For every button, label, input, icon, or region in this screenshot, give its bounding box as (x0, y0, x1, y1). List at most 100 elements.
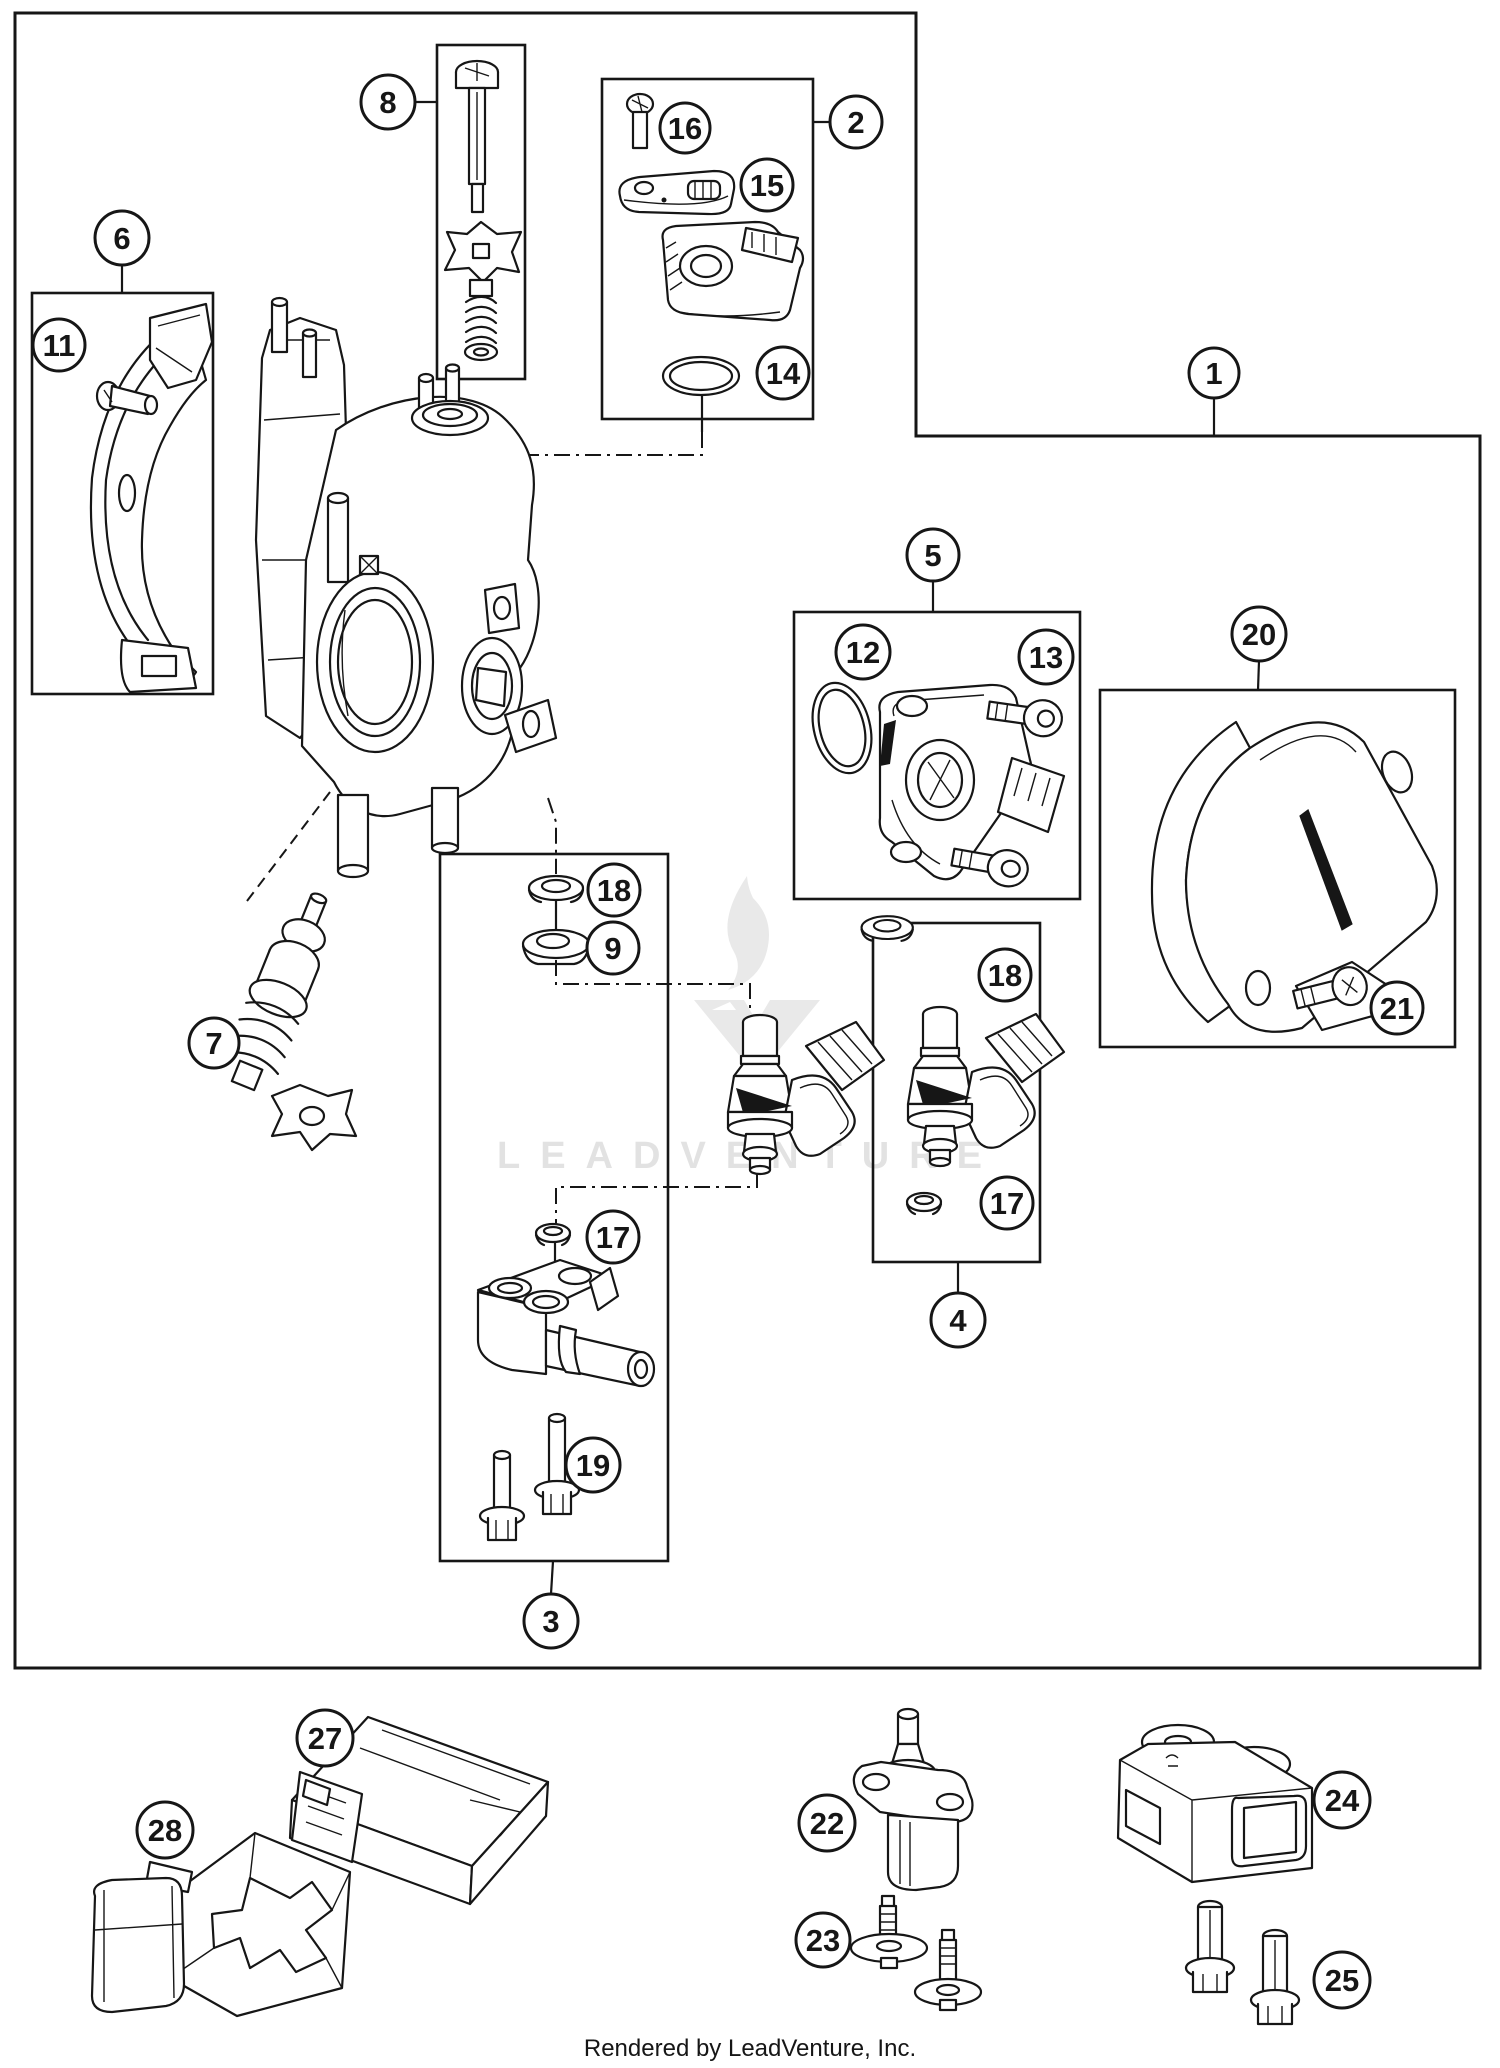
callout-12[interactable]: 12 (834, 623, 892, 681)
part-23-screws-drawing (849, 1894, 983, 2012)
part-14-oring-drawing (661, 355, 741, 397)
part-2-sensor-drawing (661, 220, 805, 322)
callout-4[interactable]: 4 (929, 1262, 987, 1349)
callout-17-number: 17 (596, 1220, 630, 1255)
callout-28-number: 28 (148, 1813, 182, 1848)
part-1-throttle-body-drawing (254, 296, 558, 879)
callout-17[interactable]: 17 (979, 1175, 1035, 1231)
callout-20-circle[interactable] (1230, 605, 1288, 663)
callout-18[interactable]: 18 (586, 862, 642, 918)
callout-18-number: 18 (597, 873, 631, 908)
callout-7[interactable]: 7 (187, 1016, 241, 1070)
part-9-seal-drawing (521, 928, 591, 966)
callout-3-leader (549, 1560, 555, 1595)
callout-18-number: 18 (988, 958, 1022, 993)
callout-16[interactable]: 16 (658, 101, 712, 155)
part-13-screw-top-drawing (986, 699, 1063, 738)
callout-28-circle[interactable] (135, 1800, 195, 1860)
callout-22-circle[interactable] (797, 1793, 857, 1853)
callout-2[interactable]: 2 (813, 94, 884, 150)
callout-18-circle[interactable] (977, 947, 1033, 1003)
callout-25[interactable]: 25 (1312, 1950, 1372, 2010)
callout-11-number: 11 (43, 328, 76, 363)
callout-15[interactable]: 15 (739, 157, 795, 213)
callout-15-circle[interactable] (739, 157, 795, 213)
part-28-bracket-drawing (90, 1831, 352, 2018)
box-group-2 (600, 77, 815, 421)
callout-28[interactable]: 28 (135, 1800, 195, 1860)
callout-21-number: 21 (1380, 991, 1414, 1026)
callout-7-number: 7 (205, 1026, 222, 1061)
callout-12-circle[interactable] (834, 623, 892, 681)
part-15-lever-drawing (618, 169, 736, 216)
callout-6-circle[interactable] (93, 209, 151, 267)
callout-19[interactable]: 19 (564, 1436, 622, 1494)
link-oring14-to-body (435, 432, 703, 472)
link-body-to-washer18 (547, 797, 557, 874)
part-5-tps-drawing (878, 683, 1066, 881)
part-7-adjuster-drawing (224, 892, 358, 1152)
part-18-washer-drawing (527, 874, 585, 904)
callout-18[interactable]: 18 (977, 947, 1033, 1003)
part-19-bolts-drawing (478, 1412, 581, 1542)
callout-9-circle[interactable] (585, 920, 641, 976)
callout-17-circle[interactable] (585, 1209, 641, 1265)
callout-9[interactable]: 9 (585, 920, 641, 976)
callout-4-circle[interactable] (929, 1291, 987, 1349)
callout-20-number: 20 (1242, 617, 1276, 652)
callout-13-number: 13 (1029, 640, 1063, 675)
callout-23-circle[interactable] (794, 1911, 852, 1969)
callout-25-circle[interactable] (1312, 1950, 1372, 2010)
callout-17[interactable]: 17 (585, 1209, 641, 1265)
box-group-8 (435, 43, 527, 381)
watermark-text: LEADVENTURE (497, 1135, 1002, 1177)
callout-21-circle[interactable] (1369, 980, 1425, 1036)
callout-18-circle[interactable] (586, 862, 642, 918)
part-27-ecu-drawing (288, 1715, 550, 1906)
callout-1[interactable]: 1 (1187, 346, 1241, 436)
part-17-seal-drawing (534, 1222, 572, 1247)
callout-15-number: 15 (750, 168, 784, 203)
callout-24[interactable]: 24 (1312, 1770, 1372, 1830)
footer-credit-text: Rendered by LeadVenture, Inc. (584, 2035, 916, 2062)
callout-1-circle[interactable] (1187, 346, 1241, 400)
callout-21[interactable]: 21 (1369, 980, 1425, 1036)
callout-27-circle[interactable] (295, 1708, 355, 1768)
callout-19-circle[interactable] (564, 1436, 622, 1494)
callout-8[interactable]: 8 (359, 73, 437, 131)
callout-17-number: 17 (990, 1186, 1024, 1221)
callout-5[interactable]: 5 (905, 527, 961, 612)
callout-11-circle[interactable] (31, 317, 87, 373)
callout-3-circle[interactable] (522, 1592, 580, 1650)
watermark-flame-icon (727, 876, 769, 990)
callout-14[interactable]: 14 (755, 345, 811, 401)
callout-23[interactable]: 23 (794, 1911, 852, 1969)
callout-3[interactable]: 3 (522, 1560, 580, 1650)
box-group-5 (792, 610, 1082, 901)
part-12-oring-drawing (811, 681, 873, 775)
callout-16-circle[interactable] (658, 101, 712, 155)
callout-5-circle[interactable] (905, 527, 961, 583)
callout-6[interactable]: 6 (93, 209, 151, 293)
callout-13-circle[interactable] (1017, 628, 1075, 686)
callout-17-circle[interactable] (979, 1175, 1035, 1231)
callout-2-circle[interactable] (828, 94, 884, 150)
callout-14-number: 14 (766, 356, 801, 391)
callout-9-number: 9 (604, 931, 621, 966)
callout-24-circle[interactable] (1312, 1770, 1372, 1830)
callout-23-number: 23 (806, 1923, 840, 1958)
callout-7-circle[interactable] (187, 1016, 241, 1070)
callout-12-number: 12 (846, 635, 880, 670)
callout-1-number: 1 (1205, 356, 1222, 391)
callout-27[interactable]: 27 (295, 1708, 355, 1768)
callout-2-number: 2 (847, 105, 864, 140)
callout-14-circle[interactable] (755, 345, 811, 401)
callout-11[interactable]: 11 (31, 317, 87, 373)
callout-22[interactable]: 22 (797, 1793, 857, 1853)
callout-13[interactable]: 13 (1017, 628, 1075, 686)
box-group-3 (438, 852, 670, 1563)
callout-8-circle[interactable] (359, 73, 417, 131)
callout-20[interactable]: 20 (1230, 605, 1288, 691)
part-22-sensor-drawing (852, 1707, 974, 1892)
